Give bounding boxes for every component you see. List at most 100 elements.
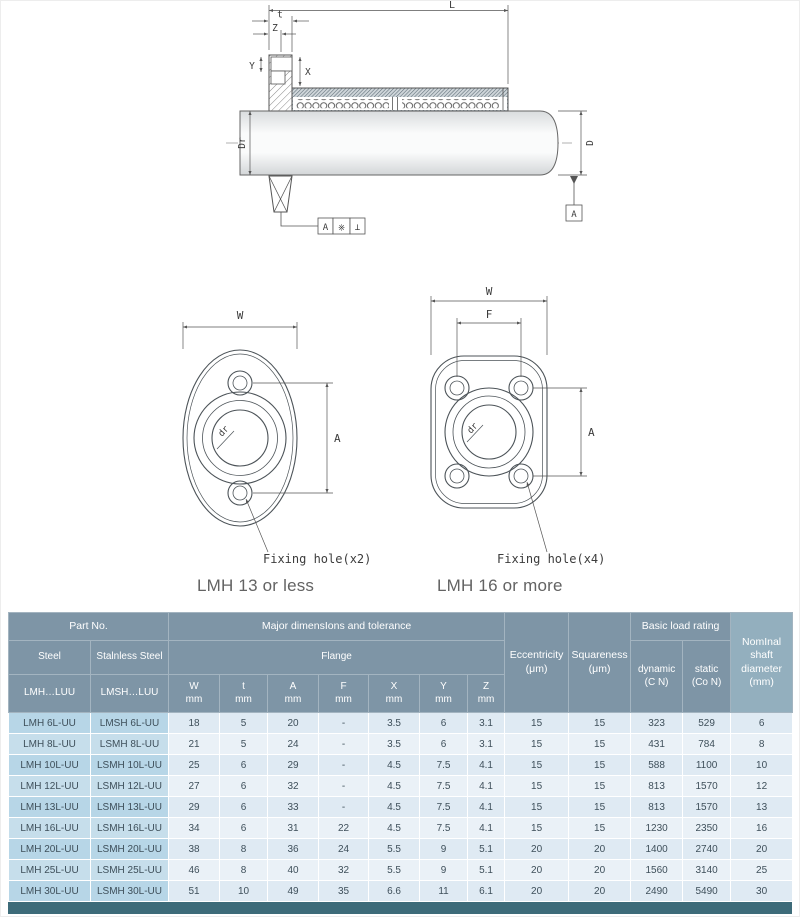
dim-label-d: D bbox=[585, 140, 596, 146]
dim-label-x: X bbox=[305, 67, 311, 78]
value-cell: 4.1 bbox=[467, 817, 506, 839]
value-cell: 431 bbox=[630, 733, 684, 755]
value-cell: 20 bbox=[504, 880, 570, 902]
value-cell: 25 bbox=[168, 754, 221, 776]
value-cell: 36 bbox=[267, 838, 320, 860]
value-cell: 15 bbox=[504, 796, 570, 818]
value-cell: 6 bbox=[419, 712, 469, 734]
part-no-cell: LSMH 10L-UU bbox=[89, 754, 170, 776]
value-cell: 30 bbox=[730, 880, 794, 902]
dimension-t: t bbox=[252, 10, 309, 52]
part-no-cell: LMH 20L-UU bbox=[8, 838, 91, 860]
value-cell: 2350 bbox=[682, 817, 732, 839]
value-cell: 16 bbox=[730, 817, 794, 839]
table-footer-bar bbox=[8, 902, 792, 914]
value-cell: 6 bbox=[419, 733, 469, 755]
dimension-a: A bbox=[533, 387, 595, 477]
value-cell: 4.1 bbox=[467, 754, 506, 776]
part-no-cell: LSMH 12L-UU bbox=[89, 775, 170, 797]
value-cell: 12 bbox=[730, 775, 794, 797]
value-cell: 15 bbox=[568, 754, 632, 776]
part-no-cell: LMH 16L-UU bbox=[8, 817, 91, 839]
value-cell: 18 bbox=[168, 712, 221, 734]
value-cell: 33 bbox=[267, 796, 320, 818]
value-cell: 27 bbox=[168, 775, 221, 797]
fixing-hole bbox=[444, 463, 470, 489]
value-cell: 813 bbox=[630, 775, 684, 797]
value-cell: 15 bbox=[568, 733, 632, 755]
dimension-z: Z bbox=[253, 23, 296, 52]
fixing-hole-label: Fixing hole(x4) bbox=[497, 552, 605, 566]
value-cell: 10 bbox=[219, 880, 269, 902]
header-static-load: static (Co N) bbox=[682, 640, 732, 713]
part-no-cell: LMH 13L-UU bbox=[8, 796, 91, 818]
value-cell: 4.5 bbox=[368, 817, 421, 839]
value-cell: 813 bbox=[630, 796, 684, 818]
value-cell: 8 bbox=[730, 733, 794, 755]
dimension-x: X bbox=[298, 57, 311, 86]
value-cell: 784 bbox=[682, 733, 732, 755]
fixing-hole-label: Fixing hole(x2) bbox=[263, 552, 371, 566]
value-cell: 20 bbox=[730, 838, 794, 860]
value-cell: 35 bbox=[318, 880, 370, 902]
value-cell: 20 bbox=[568, 880, 632, 902]
value-cell: 5 bbox=[219, 712, 269, 734]
dimension-w: W bbox=[430, 285, 548, 355]
dimension-l: L bbox=[268, 0, 509, 84]
value-cell: - bbox=[318, 733, 370, 755]
value-cell: 5.5 bbox=[368, 859, 421, 881]
shaft bbox=[239, 110, 559, 176]
value-cell: 21 bbox=[168, 733, 221, 755]
header-nominal-shaft-diameter: NomInal shaft diameter (mm) bbox=[730, 612, 794, 713]
part-no-cell: LMH 12L-UU bbox=[8, 775, 91, 797]
flange-cross-section bbox=[268, 54, 293, 213]
flange-front-views: dr W A Fixing hole(x2) bbox=[182, 285, 605, 566]
value-cell: 10 bbox=[730, 754, 794, 776]
value-cell: 34 bbox=[168, 817, 221, 839]
value-cell: 24 bbox=[267, 733, 320, 755]
part-no-cell: LSMH 16L-UU bbox=[89, 817, 170, 839]
dim-label-w: W bbox=[237, 309, 244, 322]
dimension-d: D bbox=[558, 110, 596, 176]
value-cell: 20 bbox=[568, 838, 632, 860]
value-cell: 6 bbox=[219, 796, 269, 818]
value-cell: 7.5 bbox=[419, 754, 469, 776]
value-cell: 40 bbox=[267, 859, 320, 881]
header-part-no: Part No. bbox=[7, 612, 170, 641]
value-cell: 3.1 bbox=[467, 733, 506, 755]
value-cell: 22 bbox=[318, 817, 370, 839]
part-no-cell: LMH 6L-UU bbox=[8, 712, 91, 734]
value-cell: 6 bbox=[730, 712, 794, 734]
part-no-cell: LMH 30L-UU bbox=[8, 880, 91, 902]
datum-frame-right: A bbox=[565, 176, 583, 222]
value-cell: 1560 bbox=[630, 859, 684, 881]
part-no-cell: LMH 25L-UU bbox=[8, 859, 91, 881]
fixing-hole-bore bbox=[270, 70, 286, 85]
dimension-f: F bbox=[456, 308, 522, 377]
dim-label-a: A bbox=[588, 426, 595, 439]
value-cell: - bbox=[318, 775, 370, 797]
part-no-cell: LSMH 30L-UU bbox=[89, 880, 170, 902]
value-cell: 5 bbox=[219, 733, 269, 755]
perpendicularity-symbol: ⊥ bbox=[355, 223, 361, 233]
header-squareness: Squareness (μm) bbox=[568, 612, 632, 713]
dim-label-l: L bbox=[449, 0, 455, 11]
fixing-hole-callout: Fixing hole(x2) bbox=[245, 498, 371, 566]
header-dynamic-load: dynamic (C N) bbox=[630, 640, 684, 713]
fixing-hole bbox=[444, 375, 470, 401]
value-cell: 11 bbox=[419, 880, 469, 902]
value-cell: - bbox=[318, 796, 370, 818]
dimension-dr: Dr bbox=[237, 111, 252, 175]
col-header-f: F mm bbox=[318, 674, 370, 713]
value-cell: 32 bbox=[318, 859, 370, 881]
value-cell: 25 bbox=[730, 859, 794, 881]
dim-label-w: W bbox=[486, 285, 493, 298]
value-cell: 20 bbox=[568, 859, 632, 881]
